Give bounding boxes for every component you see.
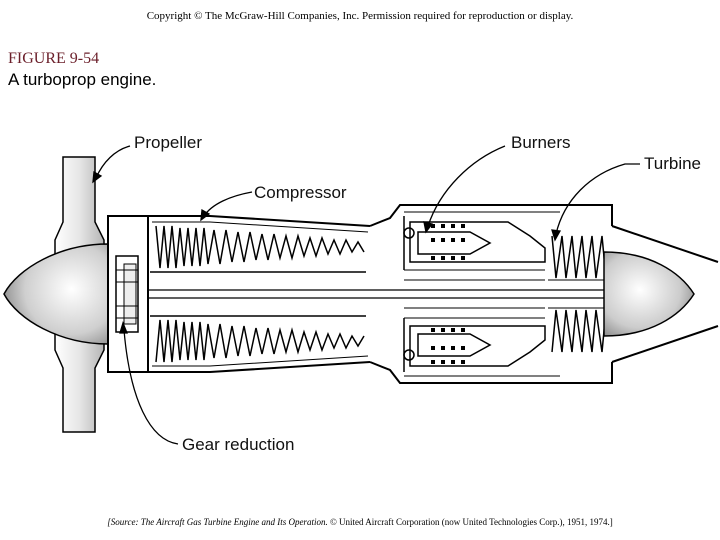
turbine-leader (555, 163, 640, 235)
propeller-label: Propeller (134, 133, 202, 152)
main-shaft (148, 289, 610, 299)
turbine-label: Turbine (644, 154, 701, 173)
combustion-casing (369, 204, 613, 384)
gearbox (107, 215, 149, 373)
turbine-blades (548, 235, 610, 353)
gear-reduction-label: Gear reduction (182, 435, 294, 454)
propeller (54, 156, 105, 433)
burners-label: Burners (511, 133, 571, 152)
compressor-casing (148, 215, 371, 373)
figure-title: A turboprop engine. (8, 70, 157, 89)
gear-reduction-leader (123, 329, 179, 445)
compressor-leader (203, 191, 253, 217)
source-rest: © United Aircraft Corporation (now Unite… (327, 517, 613, 527)
spinner (3, 243, 109, 345)
propeller-leader (95, 145, 131, 179)
burner-upper (403, 216, 546, 281)
burner-lower (403, 307, 546, 372)
burners-leader (427, 145, 506, 227)
figure-number: FIGURE 9-54 (8, 50, 100, 67)
exhaust-nozzle (611, 225, 719, 363)
copyright-notice: Copyright © The McGraw-Hill Companies, I… (146, 10, 574, 22)
source-citation: [Source: The Aircraft Gas Turbine Engine… (0, 517, 720, 527)
exhaust-cone (603, 251, 695, 337)
leader-lines (92, 145, 640, 445)
compressor-label: Compressor (254, 183, 347, 202)
compressor-blades (150, 225, 366, 363)
source-title: [Source: The Aircraft Gas Turbine Engine… (107, 517, 328, 527)
